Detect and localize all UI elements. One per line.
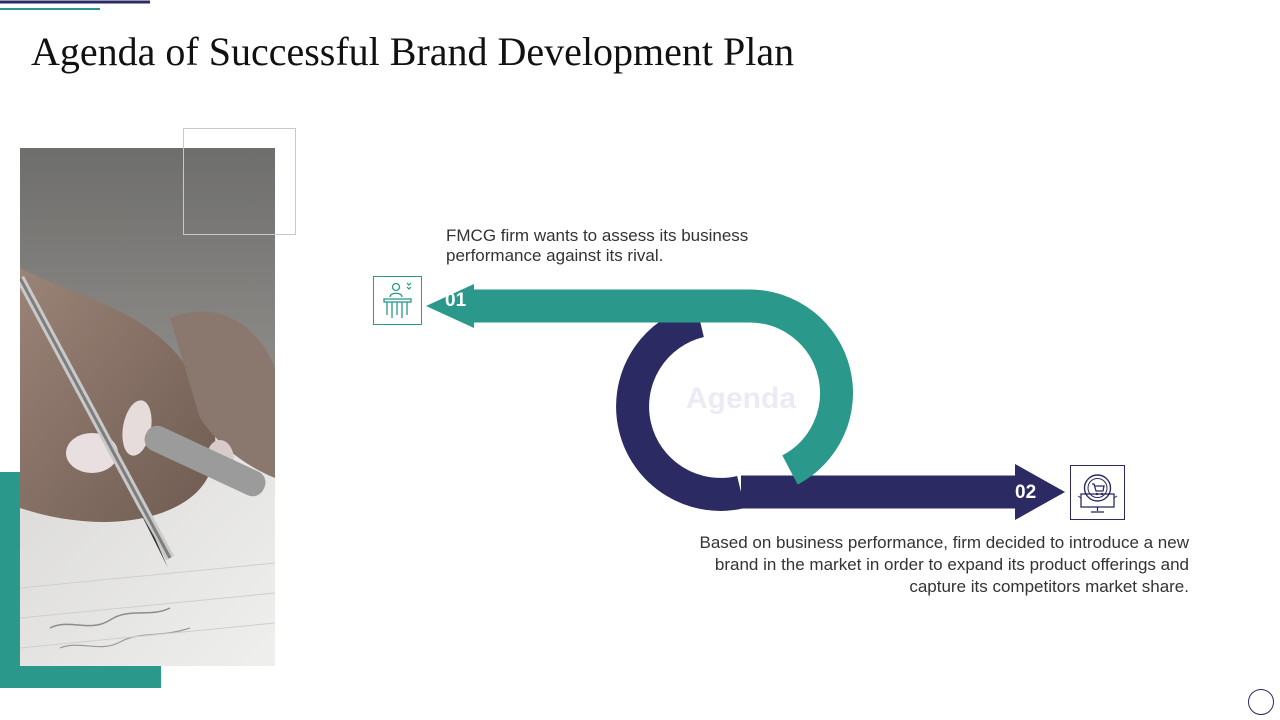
step-01-description: FMCG firm wants to assess its business p… — [446, 226, 749, 265]
step-02-number: 02 — [1015, 482, 1037, 503]
step-01-arrowhead — [426, 284, 474, 328]
step-02-arrowhead — [1015, 464, 1065, 520]
step-02-description: Based on business performance, firm deci… — [699, 533, 1190, 596]
decorative-outline-frame — [183, 128, 296, 235]
online-shopping-monitor-icon — [1077, 474, 1118, 513]
step-01-number: 01 — [445, 290, 467, 311]
step-02-icon-box — [1070, 465, 1125, 520]
step-01-icon-box — [373, 276, 422, 325]
slide-title: Agenda of Successful Brand Development P… — [31, 29, 795, 74]
step-01-arrow — [472, 289, 853, 485]
top-accent-lines — [0, 0, 150, 10]
slide-corner-circle — [1248, 689, 1274, 715]
presenter-icon — [383, 282, 412, 318]
step-02-arrow — [616, 304, 1015, 511]
agenda-center-label: Agenda — [686, 382, 797, 415]
